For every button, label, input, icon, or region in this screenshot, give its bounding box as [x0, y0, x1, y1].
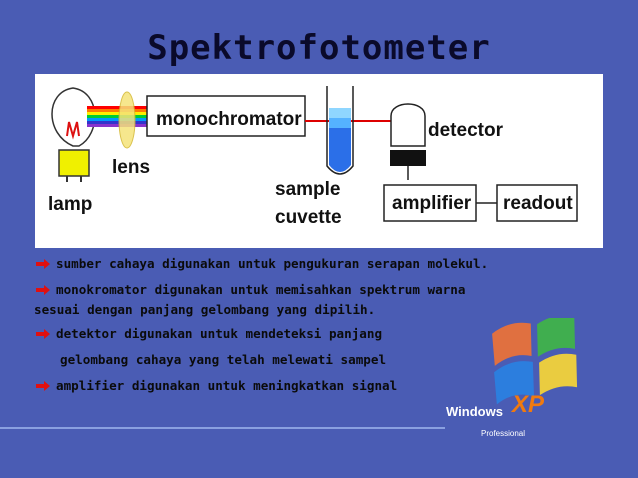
- edition-label: Professional: [481, 429, 526, 438]
- cuvette-icon: [326, 86, 354, 175]
- bullet-text: sesuai dengan panjang gelombang yang dip…: [34, 302, 376, 317]
- sample-label: sample: [275, 179, 341, 200]
- lamp-bulb-icon: [51, 87, 96, 182]
- bullet-text: gelombang cahaya yang telah melewati sam…: [60, 352, 387, 367]
- bullet-text: detektor digunakan untuk mendeteksi panj…: [56, 326, 383, 341]
- monochromator-label: monochromator: [156, 109, 302, 130]
- spectrophotometer-diagram: lamp lens monochromator sample cuvette d…: [35, 74, 603, 248]
- light-beam: [87, 106, 147, 127]
- detector-label: detector: [428, 120, 503, 141]
- bullet-item: monokromator digunakan untuk memisahkan …: [36, 282, 466, 297]
- bullet-text: amplifier digunakan untuk meningkatkan s…: [56, 378, 398, 393]
- bullet-item: detektor digunakan untuk mendeteksi panj…: [36, 326, 383, 341]
- windows-wordmark: Windows: [446, 404, 503, 419]
- lens-label: lens: [112, 157, 151, 178]
- monochromator-box: [146, 95, 306, 137]
- windows-flag-icon: [492, 318, 578, 405]
- red-arrow-icon: [36, 285, 50, 295]
- bullet-continuation: gelombang cahaya yang telah melewati sam…: [60, 352, 387, 367]
- detector-icon: [390, 103, 426, 180]
- bullet-text: monokromator digunakan untuk memisahkan …: [56, 282, 466, 297]
- amplifier-label: amplifier: [392, 193, 472, 214]
- footer-divider: [0, 427, 445, 429]
- amplifier-box: [383, 184, 477, 222]
- lens-icon: [118, 91, 136, 149]
- readout-label: readout: [503, 193, 573, 214]
- bullet-item: amplifier digunakan untuk meningkatkan s…: [36, 378, 398, 393]
- bullet-continuation: sesuai dengan panjang gelombang yang dip…: [34, 302, 376, 317]
- slide-title: Spektrofotometer: [147, 28, 491, 68]
- readout-box: [496, 184, 578, 222]
- bullet-text: sumber cahaya digunakan untuk pengukuran…: [56, 256, 489, 271]
- diagram-drawing: [51, 86, 578, 222]
- red-arrow-icon: [36, 259, 50, 269]
- cuvette-label: cuvette: [275, 207, 342, 228]
- bullet-item: sumber cahaya digunakan untuk pengukuran…: [36, 256, 489, 271]
- red-arrow-icon: [36, 329, 50, 339]
- xp-mark: XP: [512, 391, 545, 418]
- red-arrow-icon: [36, 381, 50, 391]
- lamp-label: lamp: [48, 194, 93, 215]
